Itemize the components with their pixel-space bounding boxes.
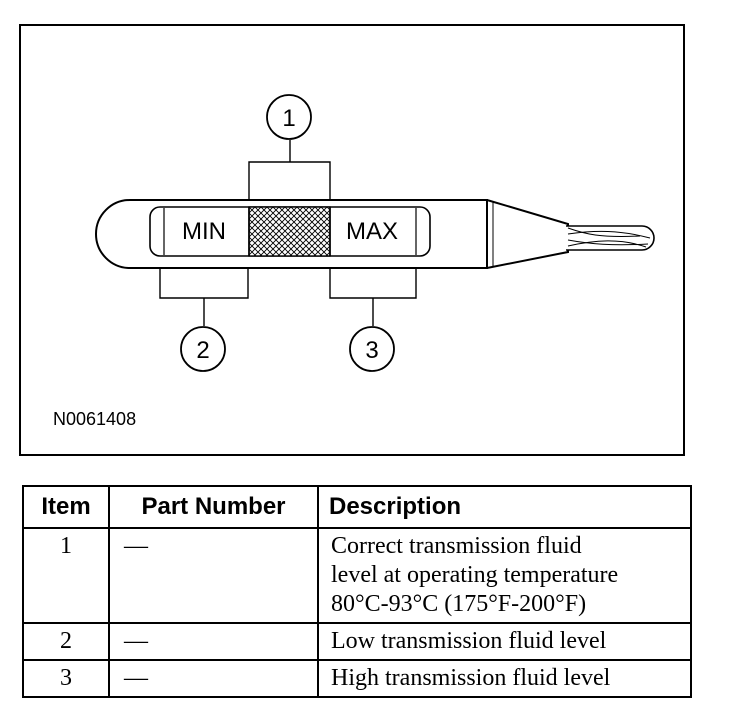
max-label: MAX xyxy=(346,218,398,245)
header-item: Item xyxy=(22,485,110,529)
dipstick-taper xyxy=(486,199,569,269)
table-row: 2 — Low transmission fluid level xyxy=(22,622,692,661)
row-1-description-line: 80°C-93°C (175°F-200°F) xyxy=(331,591,587,617)
row-2-part-number: — xyxy=(108,622,319,661)
header-part-number: Part Number xyxy=(108,485,319,529)
row-1-part-number: — xyxy=(108,527,319,624)
callout-3-circle xyxy=(349,326,395,372)
table-row: 1 — Correct transmission fluid level at … xyxy=(22,527,692,624)
row-1-description: Correct transmission fluid level at oper… xyxy=(317,527,692,624)
callout-1-bracket xyxy=(248,140,331,200)
row-1-description-line: Correct transmission fluid xyxy=(331,533,582,559)
row-2-description-line: Low transmission fluid level xyxy=(331,628,607,654)
header-description: Description xyxy=(317,485,692,529)
dipstick-diagram: MIN MAX 1 2 3 N0061408 xyxy=(53,94,655,429)
parts-table: Item Part Number Description 1 — Correct… xyxy=(22,485,692,698)
row-3-part-number: — xyxy=(108,659,319,698)
row-1-item: 1 xyxy=(22,527,110,624)
dipstick-cable xyxy=(566,225,655,251)
callout-1-circle xyxy=(266,94,312,140)
row-3-item: 3 xyxy=(22,659,110,698)
callout-2-bracket xyxy=(159,268,249,326)
row-2-description: Low transmission fluid level xyxy=(317,622,692,661)
callout-1-number: 1 xyxy=(282,105,295,132)
callout-2-circle xyxy=(180,326,226,372)
row-3-description: High transmission fluid level xyxy=(317,659,692,698)
row-1-description-line: level at operating temperature xyxy=(331,562,619,588)
figure-code: N0061408 xyxy=(53,409,136,429)
row-3-description-line: High transmission fluid level xyxy=(331,665,611,691)
callout-3-number: 3 xyxy=(365,337,378,364)
callout-2-number: 2 xyxy=(196,337,209,364)
callout-3-bracket xyxy=(329,268,417,326)
table-row: 3 — High transmission fluid level xyxy=(22,659,692,698)
operating-range-hatch xyxy=(248,206,331,257)
table-header-row: Item Part Number Description xyxy=(22,485,692,529)
dipstick-figure: MIN MAX 1 2 3 N0061408 xyxy=(19,24,685,456)
row-2-item: 2 xyxy=(22,622,110,661)
min-label: MIN xyxy=(182,218,226,245)
